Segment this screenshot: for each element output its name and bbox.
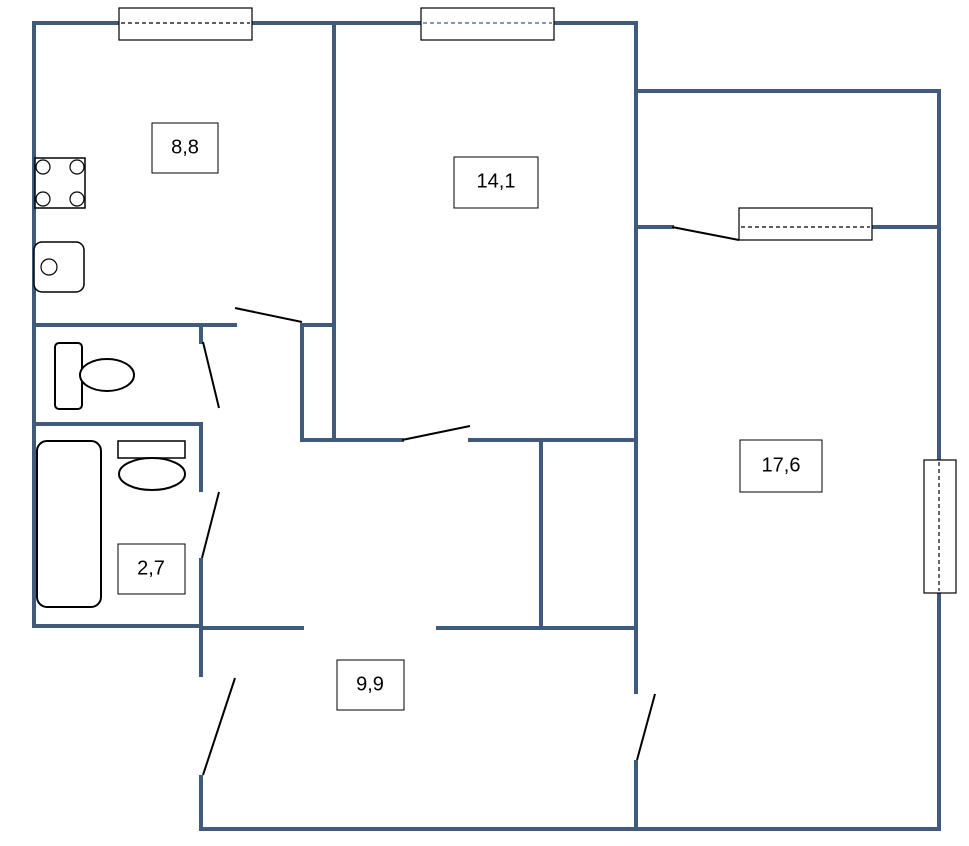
door-entrance xyxy=(202,677,236,776)
door-middle-room xyxy=(401,425,471,441)
washbasin-icon xyxy=(117,440,186,491)
area-hallway-text: 9,9 xyxy=(356,673,384,695)
fixtures xyxy=(33,157,186,608)
area-label-hallway: 9,9 xyxy=(336,659,405,711)
area-right-room-text: 17,6 xyxy=(762,454,801,476)
door-wc xyxy=(202,341,220,409)
door-bath xyxy=(201,491,220,559)
area-label-right-room: 17,6 xyxy=(739,439,823,493)
area-label-kitchen: 8,8 xyxy=(151,122,219,174)
window-right-room xyxy=(923,459,957,594)
door-right-room xyxy=(636,693,656,761)
window-middle-room xyxy=(420,7,555,41)
wall-niche xyxy=(300,323,336,442)
windows xyxy=(118,7,957,594)
bathtub-icon xyxy=(36,440,102,608)
area-labels: 8,8 14,1 17,6 2,7 9,9 xyxy=(117,122,823,711)
door-kitchen xyxy=(234,307,303,323)
window-balcony-door xyxy=(738,207,873,241)
area-kitchen-text: 8,8 xyxy=(171,136,199,158)
stove-icon xyxy=(34,157,86,209)
walls xyxy=(32,21,941,831)
door-balcony xyxy=(671,226,740,241)
doors xyxy=(201,226,740,776)
window-kitchen xyxy=(118,7,253,41)
toilet-icon xyxy=(54,342,135,410)
area-bathroom-text: 2,7 xyxy=(137,557,165,579)
area-label-middle-room: 14,1 xyxy=(453,156,539,209)
area-label-bathroom: 2,7 xyxy=(117,543,186,595)
kitchen-sink-icon xyxy=(33,241,85,293)
area-middle-room-text: 14,1 xyxy=(477,170,516,192)
